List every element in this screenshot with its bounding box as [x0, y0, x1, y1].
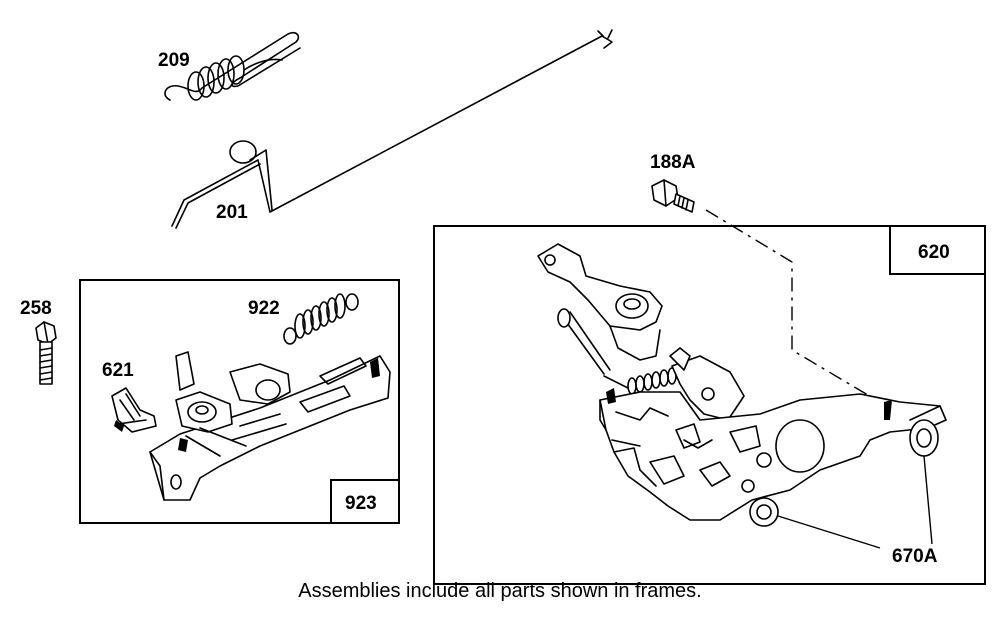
spring-922	[283, 293, 359, 345]
screw-258	[35, 321, 57, 385]
clip-621	[111, 387, 157, 433]
label-209: 209	[158, 50, 190, 71]
label-923: 923	[345, 493, 377, 514]
control-assembly-923	[149, 351, 391, 501]
frame-923-tag	[330, 479, 400, 524]
label-201: 201	[216, 202, 248, 223]
leader-670a-ring	[923, 455, 933, 545]
label-670a: 670A	[892, 546, 938, 567]
rod-201	[171, 29, 613, 229]
control-assembly-620	[537, 243, 947, 527]
frame-923	[79, 279, 400, 524]
frame-620-tag	[889, 225, 986, 275]
spring-209	[164, 31, 301, 101]
leader-670a-bushing	[777, 515, 881, 549]
label-621: 621	[102, 360, 134, 381]
label-620: 620	[918, 242, 950, 263]
screw-188a	[651, 179, 695, 213]
label-258: 258	[20, 298, 52, 319]
frame-620	[433, 225, 986, 585]
alignment-line	[705, 209, 911, 421]
label-922: 922	[248, 298, 280, 319]
label-188a: 188A	[650, 152, 696, 173]
diagram-caption: Assemblies include all parts shown in fr…	[298, 580, 702, 602]
